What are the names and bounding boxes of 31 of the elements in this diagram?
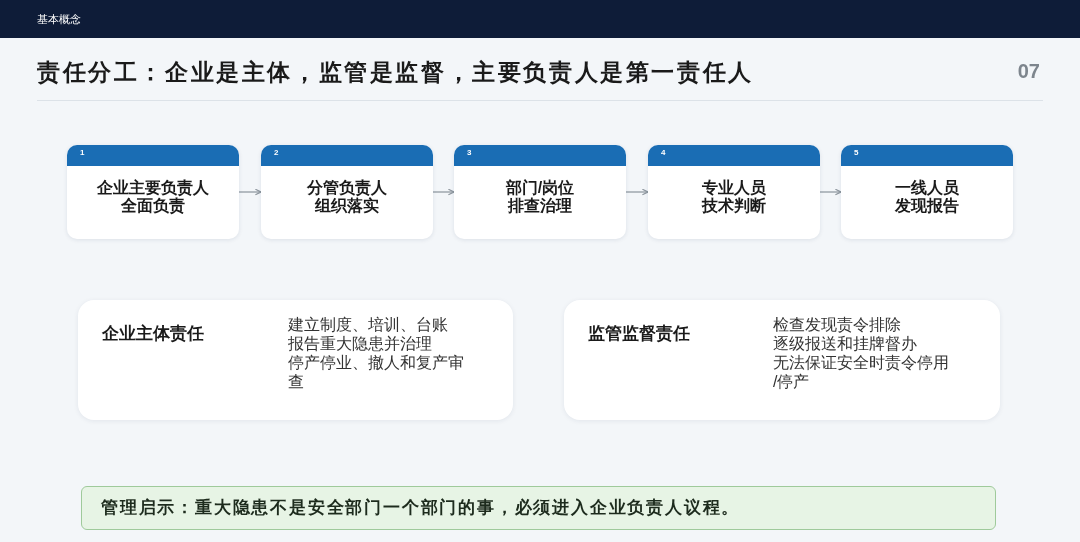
- step-number-band: 1: [67, 145, 239, 166]
- duty-item: 报告重大隐患并治理: [288, 334, 433, 353]
- step-card: [261, 145, 433, 239]
- step-title: 一线人员发现报告: [894, 179, 960, 215]
- arrow: [238, 188, 262, 196]
- section-heading: 企业主体责任: [102, 324, 204, 343]
- page-number: 07: [1017, 59, 1040, 83]
- step-number-band: 3: [454, 145, 626, 166]
- step-title: 分管负责人组织落实: [306, 179, 388, 215]
- section-label: 基本概念: [37, 12, 81, 27]
- step-title: 部门/岗位排查治理: [504, 179, 576, 215]
- duty-item: 逐级报送和挂牌督办: [773, 334, 918, 353]
- duty-item: 检查发现责令排除: [773, 315, 902, 334]
- section-heading: 监管监督责任: [588, 324, 690, 343]
- slide-title: 责任分工：企业是主体，监管是监督，主要负责人是第一责任人: [37, 58, 754, 87]
- step-number-band: 2: [261, 145, 433, 166]
- step-number-band: 4: [648, 145, 820, 166]
- step-number-band: 5: [841, 145, 1013, 166]
- duty-item: 无法保证安全时责令停用/停产: [773, 353, 950, 391]
- duty-item: 停产停业、撤人和复产审查: [288, 353, 465, 391]
- insight-banner: 管理启示：重大隐患不是安全部门一个部门的事，必须进入企业负责人议程。: [81, 486, 996, 530]
- arrow: [625, 188, 649, 196]
- step-card: [841, 145, 1013, 239]
- step-card: [454, 145, 626, 239]
- step-card: [67, 145, 239, 239]
- step-title: 企业主要负责人全面负责: [96, 179, 210, 215]
- step-title: 专业人员技术判断: [700, 179, 767, 215]
- arrow: [819, 188, 842, 196]
- arrow: [432, 188, 455, 196]
- duty-item: 建立制度、培训、台账: [288, 315, 449, 334]
- step-card: [648, 145, 820, 239]
